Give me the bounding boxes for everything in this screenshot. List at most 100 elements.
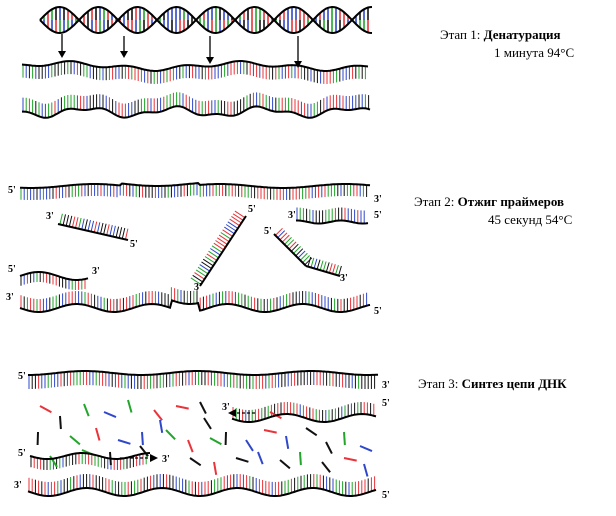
primer-left-backbone (57, 223, 129, 241)
nucleotide (75, 217, 79, 229)
nucleotide (190, 277, 202, 285)
separated-strand-bottom-backbone (22, 105, 371, 119)
nucleotide (322, 261, 327, 272)
nucleotide (231, 215, 242, 224)
free-nucleotide (343, 431, 346, 446)
primer-lower-left-backbone (19, 271, 89, 281)
nucleotide (194, 272, 205, 280)
end-5-template-top: 5' (8, 185, 16, 196)
nucleotide (195, 269, 207, 277)
free-nucleotide (139, 445, 149, 457)
free-nucleotide (187, 439, 194, 453)
nucleotide (220, 232, 232, 240)
end-5-primer-right: 5' (374, 210, 382, 221)
free-nucleotide (39, 405, 52, 414)
nucleotide (93, 221, 98, 233)
free-nucleotide (299, 451, 302, 466)
backbone-layer (19, 5, 379, 497)
nucleotide (210, 248, 221, 256)
nucleotide (106, 224, 110, 236)
nucleotide (277, 230, 286, 239)
primer-right-top-backbone (296, 219, 369, 225)
nucleotide (192, 274, 203, 283)
nucleotide (310, 257, 315, 268)
end-5-synth-new-bottom: 5' (18, 448, 26, 459)
nucleotide (338, 265, 342, 276)
nucleotide (304, 257, 313, 266)
free-nucleotide (95, 427, 101, 441)
synth-template-top-backbone (28, 370, 379, 376)
nucleotide (118, 227, 123, 239)
template-top-backbone (19, 182, 371, 189)
nucleotide (290, 243, 299, 252)
end-3-primer-right: 3' (288, 210, 296, 221)
synth-template-bottom-backbone (27, 486, 377, 497)
free-nucleotide (285, 435, 290, 449)
nucleotide (288, 241, 297, 250)
nucleotide (59, 213, 63, 225)
free-nucleotide (257, 451, 264, 465)
free-nucleotide (359, 445, 373, 453)
end-5-synth-new-top: 5' (382, 398, 390, 409)
stage-1-prefix: Этап 1: (440, 27, 484, 42)
free-nucleotide (159, 419, 164, 433)
nucleotide (286, 239, 295, 248)
nucleotide (281, 234, 290, 243)
synth-template-top-bases (28, 371, 376, 389)
nucleotide (199, 264, 211, 272)
stage-3-name: Синтез цепи ДНК (461, 376, 567, 391)
free-nucleotide (263, 429, 277, 434)
nucleotide (215, 240, 226, 248)
nucleotide (217, 237, 228, 245)
nucleotide (68, 215, 73, 227)
nucleotide (211, 245, 223, 253)
separated-strand-top-bases (22, 61, 366, 84)
template-bottom-backbone (19, 299, 371, 313)
end-3-primer-lower: 3' (92, 266, 100, 277)
nucleotide (206, 253, 218, 261)
free-nucleotide (69, 435, 81, 446)
nucleotide (201, 261, 212, 269)
free-strand-right-b-bases (307, 256, 342, 276)
nucleotide (299, 252, 308, 261)
free-nucleotide (279, 459, 291, 470)
stage-1-detail: 1 минута 94°C (494, 45, 575, 60)
stage-2-name: Отжиг праймеров (457, 194, 565, 209)
primer-lower-left-bases (20, 272, 86, 290)
free-nucleotide (235, 457, 249, 463)
free-nucleotide (209, 437, 222, 446)
free-nucleotide (175, 405, 189, 410)
free-strand-right-b-backbone (305, 265, 341, 277)
separated-strand-bottom-bases (22, 92, 370, 118)
nucleotide (62, 214, 66, 226)
end-label-layer: 5'3'3'5'3'5'5'3'5'3'5'3'3'5'5'3'3'5'5'3'… (6, 185, 390, 501)
end-3-free-right: 3' (340, 273, 348, 284)
nucleotide (297, 250, 306, 259)
stage-2-detail: 45 секунд 54°C (488, 212, 573, 227)
nucleotide (234, 210, 246, 219)
free-nucleotide (59, 415, 62, 430)
end-5-primer-left: 5' (130, 239, 138, 250)
nucleotide (313, 258, 318, 269)
nucleotide (121, 227, 126, 239)
nucleotide (197, 266, 209, 275)
end-3-free-diagonal: 3' (194, 282, 202, 293)
nucleotide (78, 217, 82, 229)
nucleotide (100, 222, 104, 234)
end-3-synth-new-top: 3' (222, 402, 230, 413)
nucleotide (81, 218, 85, 230)
nucleotide (279, 232, 288, 241)
free-nucleotide (165, 429, 176, 440)
nucleotide (109, 224, 113, 237)
nucleotide (65, 214, 70, 227)
stage-2-title: Этап 2: Отжиг праймеров (414, 194, 564, 210)
end-3-synth-top: 3' (382, 380, 390, 391)
free-nucleotide (305, 427, 318, 437)
end-3-template-top: 3' (374, 194, 382, 205)
nucleotide (319, 260, 324, 271)
nucleotide (222, 229, 233, 237)
nucleotide (90, 220, 95, 232)
free-strand-right-a-backbone (273, 233, 307, 267)
free-strand-diagonal-backbone (199, 215, 247, 287)
nucleotide (229, 218, 240, 227)
